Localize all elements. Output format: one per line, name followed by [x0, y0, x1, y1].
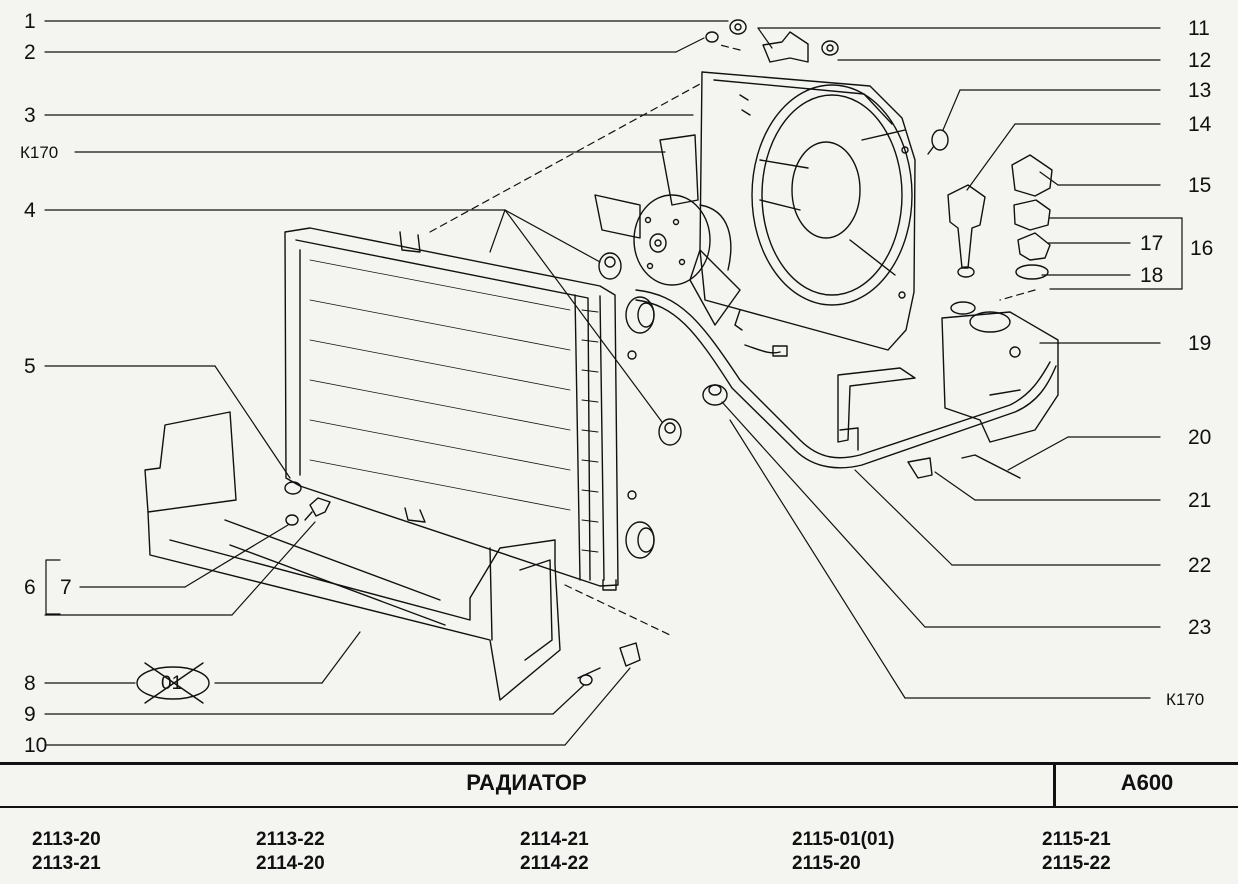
callout-12: 12 — [1188, 49, 1212, 72]
model-code: 2114-22 — [520, 853, 589, 874]
callout-5: 5 — [24, 355, 36, 378]
callout-3: 3 — [24, 104, 36, 127]
temperature-sensor — [702, 384, 728, 406]
callout-17: 17 — [1140, 232, 1164, 255]
callout-11: 11 — [1188, 17, 1210, 40]
footer-top-rule — [0, 762, 1238, 765]
callout-4: 4 — [24, 199, 36, 222]
callout-22: 22 — [1188, 554, 1212, 577]
strap — [837, 367, 916, 451]
air-deflector — [144, 411, 561, 701]
callout-15: 15 — [1188, 174, 1212, 197]
hoses — [635, 289, 1057, 469]
radiator — [284, 227, 655, 591]
model-code: 2114-21 — [520, 829, 589, 850]
expansion-tank — [907, 154, 1059, 479]
footer-bottom-rule — [0, 806, 1238, 808]
callout-23: 23 — [1188, 616, 1212, 639]
fan-shroud — [699, 71, 916, 351]
bottom-hardware — [285, 497, 641, 686]
diagram-code: A600 — [1120, 770, 1174, 795]
model-code: 2113-20 — [32, 829, 101, 850]
crossed-variant-marker — [136, 662, 210, 704]
footer-separator — [1053, 762, 1056, 808]
callout-8: 8 — [24, 672, 36, 695]
callout-k170-left: К170 — [20, 143, 59, 162]
callout-2: 2 — [24, 41, 36, 64]
top-nuts — [705, 19, 949, 155]
callout-1: 1 — [24, 10, 36, 33]
model-code: 2115-21 — [1042, 829, 1111, 850]
model-code: 2115-20 — [792, 853, 861, 874]
model-code: 2115-22 — [1042, 853, 1111, 874]
callout-6: 6 — [24, 576, 36, 599]
model-list-col-1: 2113-20 2113-21 — [32, 828, 101, 876]
callout-16: 16 — [1190, 237, 1214, 260]
callout-19: 19 — [1188, 332, 1212, 355]
model-list-col-4: 2115-01(01) 2115-20 — [792, 828, 894, 876]
callout-18: 18 — [1140, 264, 1164, 287]
model-list-col-2: 2113-22 2114-20 — [256, 828, 325, 876]
model-list-col-5: 2115-21 2115-22 — [1042, 828, 1111, 876]
callout-20: 20 — [1188, 426, 1212, 449]
model-list-col-3: 2114-21 2114-22 — [520, 828, 589, 876]
callout-21: 21 — [1188, 489, 1212, 512]
rubber-pads — [598, 252, 682, 446]
callout-7: 7 — [60, 576, 72, 599]
model-code: 2113-22 — [256, 829, 325, 850]
model-code: 2113-21 — [32, 853, 101, 874]
model-code: 2114-20 — [256, 853, 325, 874]
model-code: 2115-01(01) — [792, 829, 895, 850]
fan — [594, 134, 788, 357]
callout-k170-right: К170 — [1166, 690, 1205, 709]
diagram-drawing — [44, 19, 1183, 746]
callout-01: 01 — [161, 673, 183, 694]
callout-9: 9 — [24, 703, 36, 726]
exploded-parts-diagram: 1 2 3 К170 4 5 6 7 8 01 9 10 11 12 13 14… — [20, 10, 1214, 757]
callout-14: 14 — [1188, 113, 1212, 136]
callout-13: 13 — [1188, 79, 1212, 102]
callout-10: 10 — [24, 734, 48, 757]
title-block: РАДИАТОР A600 2113-20 2113-21 2113-22 21… — [0, 762, 1238, 884]
diagram-title: РАДИАТОР — [466, 770, 587, 795]
leader-lines — [44, 20, 1183, 746]
